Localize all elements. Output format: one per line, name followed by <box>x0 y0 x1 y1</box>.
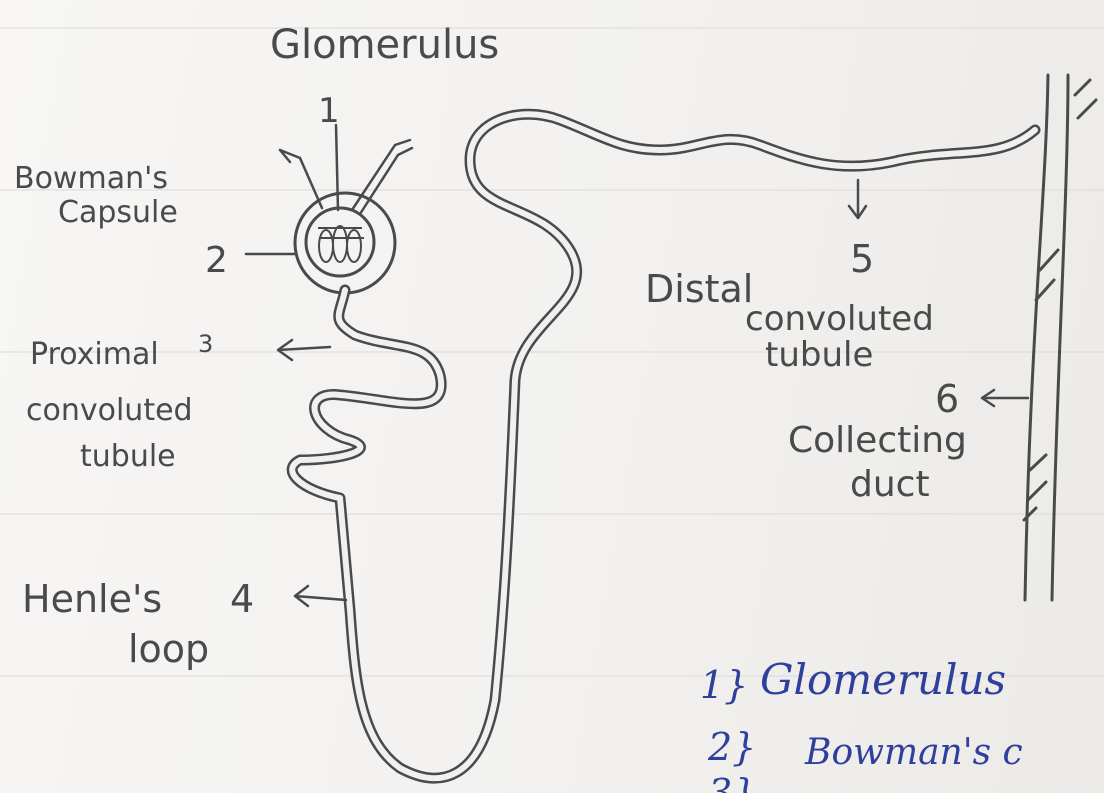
bowmans-capsule-shape <box>295 193 395 293</box>
collecting-label-line2: duct <box>850 464 930 505</box>
arrow-5 <box>849 180 866 218</box>
key-item-1-text: Glomerulus <box>760 655 1006 704</box>
collecting-duct-shape <box>1024 75 1096 600</box>
number-2: 2 <box>205 240 228 281</box>
arrow-3 <box>278 340 330 360</box>
ruled-lines <box>0 28 1104 676</box>
number-5: 5 <box>850 237 874 281</box>
henle-label-line1: Henle's <box>22 577 162 621</box>
glomerulus-tuft <box>318 226 364 262</box>
key-item-2-number: 2} <box>707 725 756 769</box>
key-item-3-number: 3} <box>708 771 756 793</box>
arrow-4 <box>295 586 346 606</box>
number-1: 1 <box>318 91 340 131</box>
proximal-label-line3: tubule <box>80 439 176 474</box>
arterioles <box>280 125 412 214</box>
distal-label-line1: Distal <box>645 267 753 311</box>
number-4: 4 <box>230 577 254 621</box>
collecting-label-line1: Collecting <box>788 420 967 461</box>
bowmans-label-line2: Capsule <box>58 195 178 230</box>
key-item-2-text: Bowman's c <box>804 732 1023 773</box>
distal-label-line2: convoluted <box>745 299 934 339</box>
number-3: 3 <box>198 330 213 358</box>
bowmans-label-line1: Bowman's <box>14 161 168 196</box>
proximal-label-line2: convoluted <box>26 393 193 428</box>
henle-label-line2: loop <box>128 627 209 671</box>
distal-label-line3: tubule <box>765 335 873 375</box>
arrow-6 <box>982 390 1028 406</box>
proximal-label-line1: Proximal <box>30 337 159 372</box>
glomerulus-title: Glomerulus <box>270 22 499 68</box>
key-item-1-number: 1} <box>700 663 748 707</box>
number-6: 6 <box>935 377 959 421</box>
